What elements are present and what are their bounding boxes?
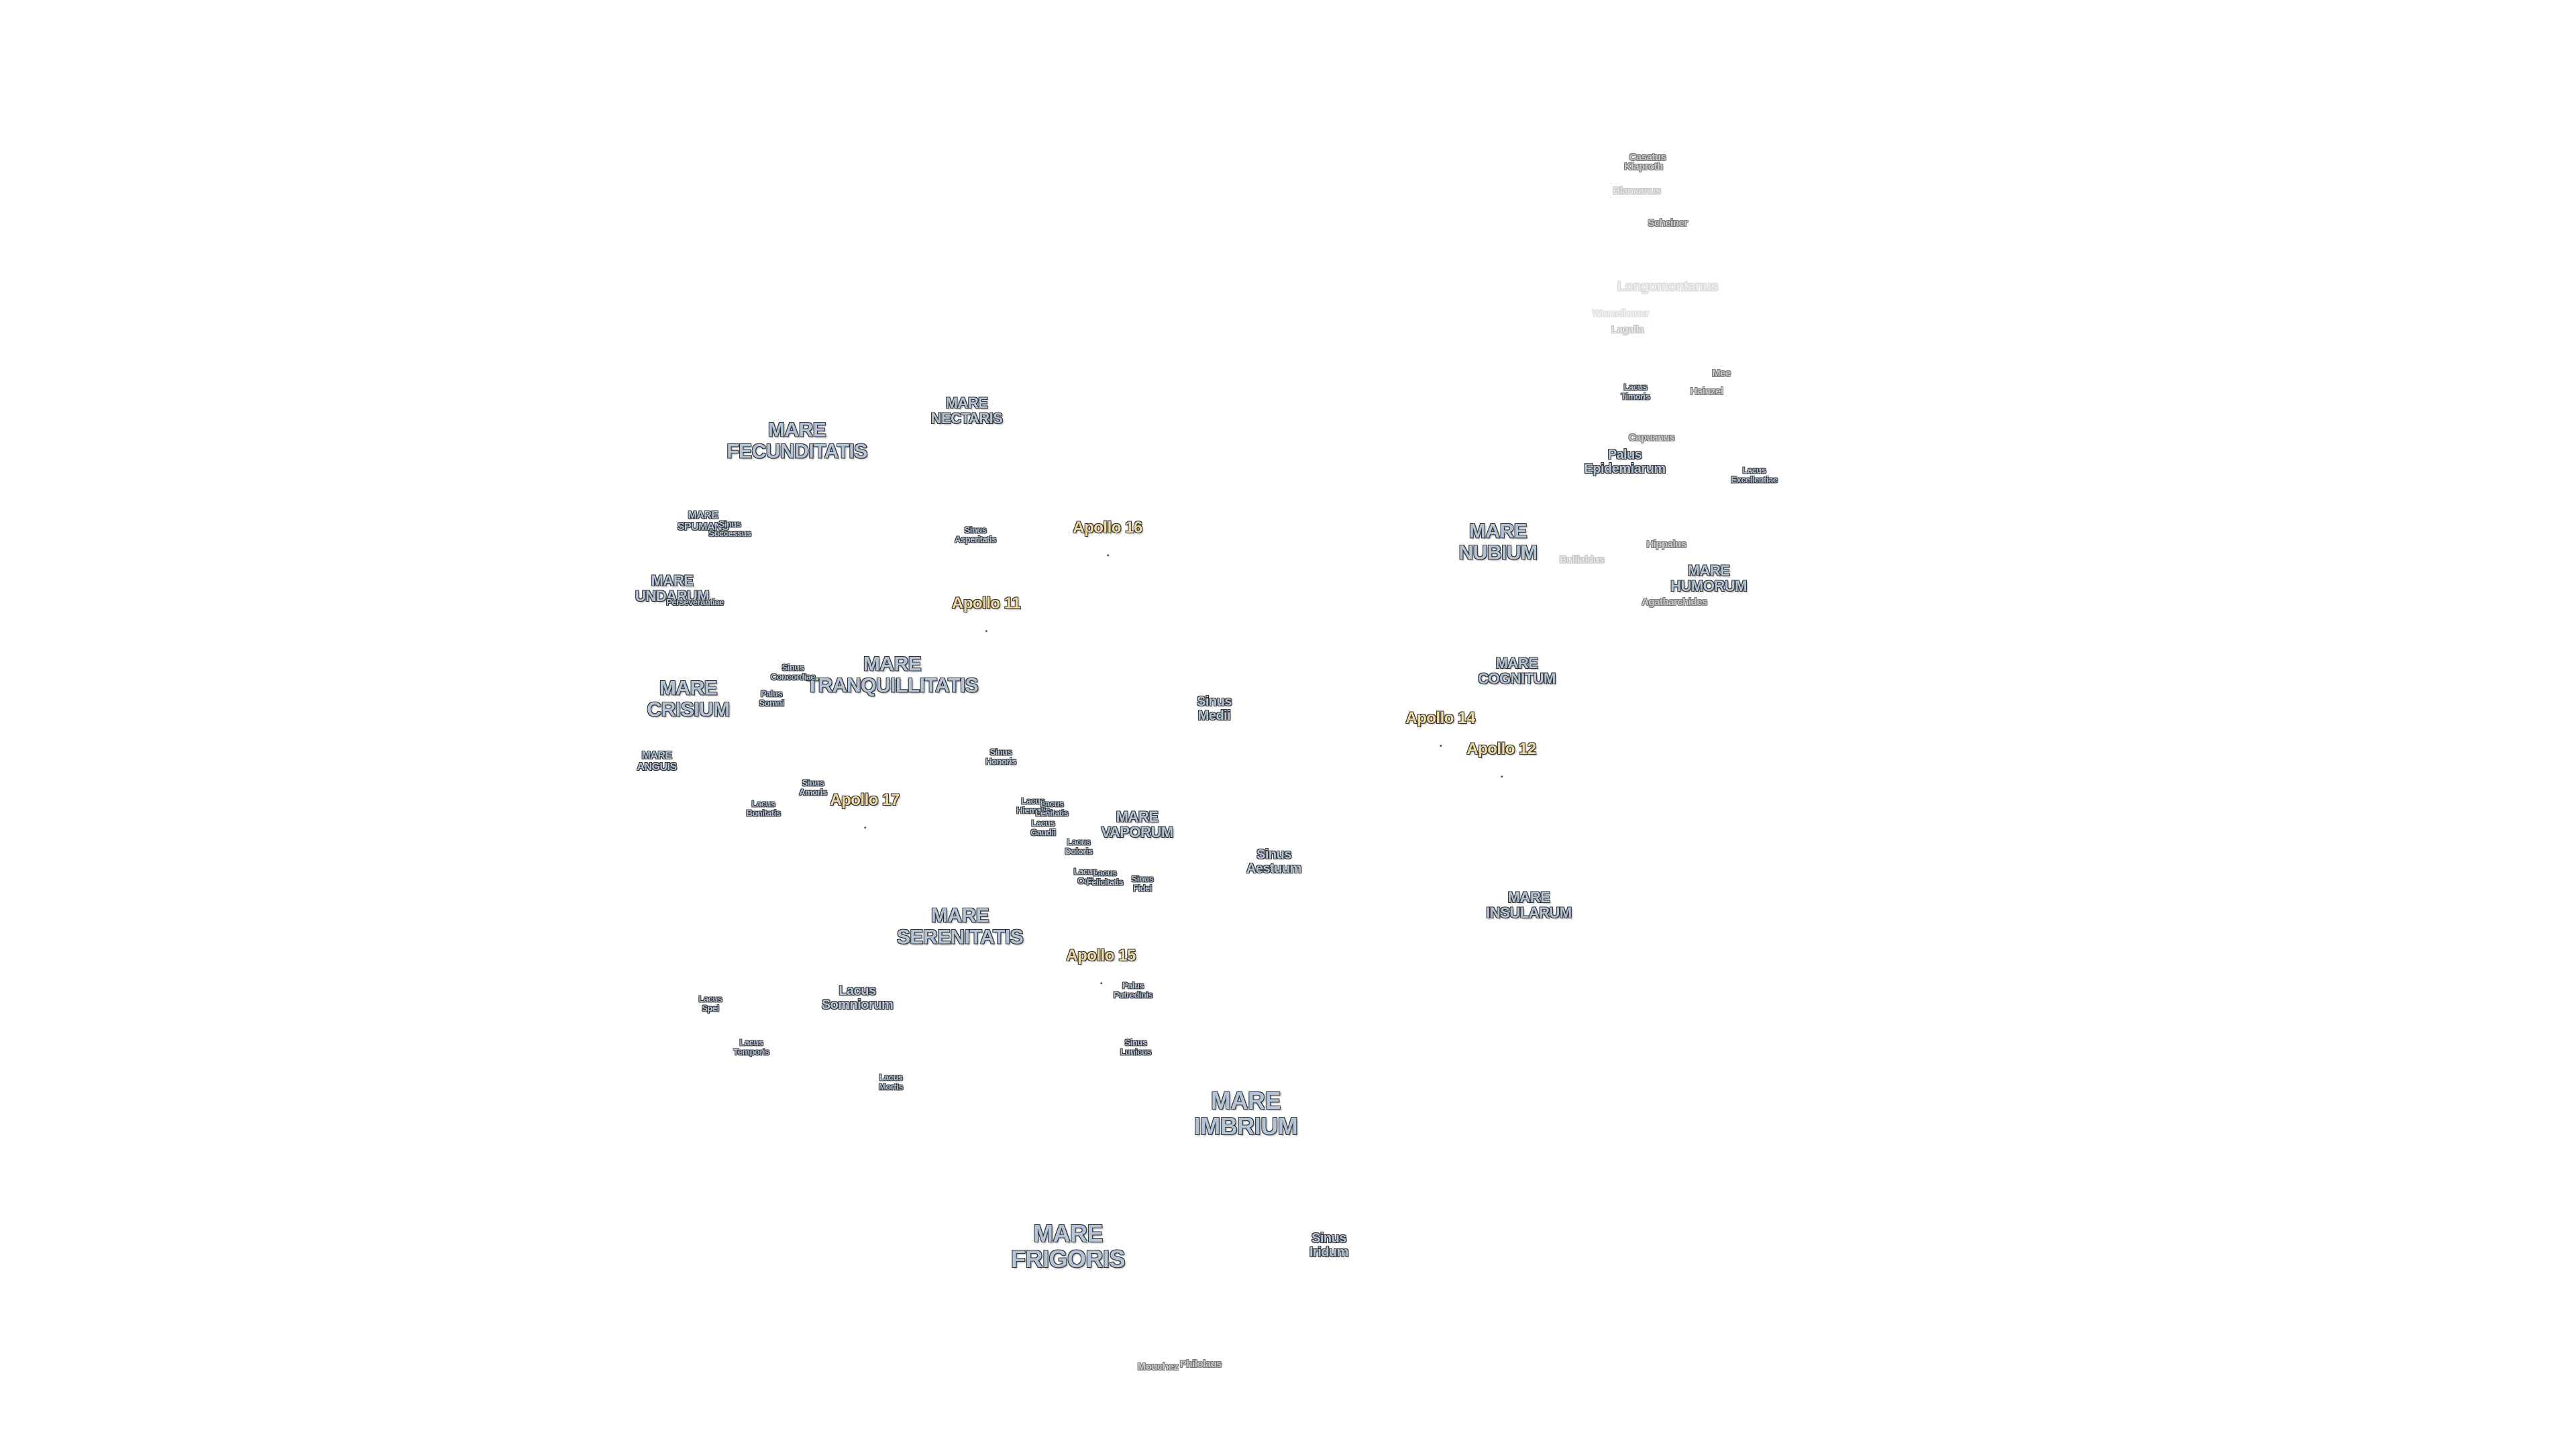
mare-cognitum-label: MARE COGNITUM bbox=[1478, 654, 1556, 687]
apollo-17-marker bbox=[863, 826, 866, 828]
mare-nubium-label: MARE NUBIUM bbox=[1458, 520, 1538, 564]
lacus-temporis-label: Lacus Temporis bbox=[733, 1037, 769, 1057]
crater-scheiner-label: Scheiner bbox=[1648, 217, 1688, 229]
palus-putredinis-label: Palus Putredinis bbox=[1113, 980, 1153, 1000]
apollo-15-marker bbox=[1099, 981, 1102, 984]
lacus-somniorum-label: Lacus Somniorum bbox=[821, 983, 894, 1012]
crater-bullialdus-label: Bullialdus bbox=[1559, 554, 1605, 566]
apollo-15-label: Apollo 15 bbox=[1066, 947, 1136, 965]
apollo-16-marker bbox=[1106, 553, 1109, 556]
apollo-17-site[interactable]: Apollo 17 bbox=[830, 775, 900, 828]
apollo-14-label: Apollo 14 bbox=[1405, 709, 1475, 728]
apollo-11-label: Apollo 11 bbox=[951, 594, 1021, 613]
mare-vaporum-label: MARE VAPORUM bbox=[1101, 808, 1173, 841]
mare-nectaris-label: MARE NECTARIS bbox=[930, 394, 1003, 427]
crater-blancanus-label: Blancanus bbox=[1613, 185, 1661, 197]
mare-spumans-label: MARE SPUMANS bbox=[677, 510, 729, 533]
apollo-16-site[interactable]: Apollo 16 bbox=[1073, 502, 1142, 556]
apollo-11-site[interactable]: Apollo 11 bbox=[951, 578, 1021, 632]
crater-mee-label: Mee bbox=[1712, 368, 1731, 380]
lacus-odii-label: Lacus Odii bbox=[1073, 866, 1097, 885]
sinus-amoris-label: Sinus Amoris bbox=[799, 777, 827, 797]
mare-insularum-label: MARE INSULARUM bbox=[1486, 888, 1572, 921]
palus-somni-label: Palus Somni bbox=[759, 688, 784, 708]
lacus-timoris-label: Lacus Timoris bbox=[1621, 382, 1650, 401]
crater-capuanus-label: Capuanus bbox=[1628, 432, 1675, 444]
sinus-successus-label: Sinus Successus bbox=[708, 519, 751, 538]
crater-agatharchides-label: Agatharchides bbox=[1642, 596, 1707, 608]
apollo-15-site[interactable]: Apollo 15 bbox=[1066, 930, 1136, 984]
apollo-16-label: Apollo 16 bbox=[1073, 519, 1142, 537]
sinus-concordiae-label: Sinus Concordiae bbox=[770, 662, 816, 682]
lacus-spei-label: Lacus Spei bbox=[698, 994, 722, 1013]
crater-mouchez-label: Mouchez bbox=[1137, 1361, 1179, 1373]
lacus-perseverantiae-label: Perseverantiae bbox=[666, 597, 724, 608]
crater-lagalla-label: Lagalla bbox=[1611, 324, 1644, 336]
lacus-doloris-label: Lacus Doloris bbox=[1065, 837, 1093, 856]
sinus-honoris-label: Sinus Honoris bbox=[985, 747, 1016, 766]
mare-tranquillitatis-label: MARE TRANQUILLITATIS bbox=[806, 653, 979, 696]
sinus-iridum-label: Sinus Iridum bbox=[1309, 1231, 1349, 1260]
sinus-lunicus-label: Sinus Lunicus bbox=[1120, 1037, 1152, 1057]
lacus-felicitatis-label: Lacus Felicitatis bbox=[1086, 867, 1124, 887]
sinus-fidei-label: Sinus Fidei bbox=[1131, 873, 1154, 893]
mare-serenitatis-label: MARE SERENITATIS bbox=[896, 904, 1024, 948]
crater-wurzelbauer-label: Wurzelbauer bbox=[1592, 308, 1650, 320]
palus-epidemiarum-label: Palus Epidemiarum bbox=[1584, 447, 1666, 476]
mare-anguis-label: MARE ANGUIS bbox=[637, 750, 677, 773]
sinus-aestuum-label: Sinus Aestuum bbox=[1246, 847, 1302, 876]
mare-frigoris-label: MARE FRIGORIS bbox=[1010, 1220, 1126, 1273]
lacus-lenitatis-label: Lacus Lenitatis bbox=[1035, 798, 1069, 818]
crater-philolaus-label: Philolaus bbox=[1179, 1358, 1222, 1371]
lacus-mortis-label: Lacus Mortis bbox=[879, 1072, 904, 1091]
crater-casatus-label: Casatus bbox=[1629, 152, 1666, 164]
mare-undarum-label: MARE UNDARUM bbox=[635, 572, 710, 604]
lacus-excellentiae-label: Lacus Excellentiae bbox=[1731, 465, 1778, 484]
lacus-gaudii-label: Lacus Gaudii bbox=[1030, 818, 1056, 837]
lacus-bonitatis-label: Lacus Bonitatis bbox=[746, 798, 781, 818]
sinus-medii-label: Sinus Medii bbox=[1197, 694, 1232, 723]
apollo-11-marker bbox=[985, 629, 987, 632]
apollo-12-label: Apollo 12 bbox=[1466, 740, 1536, 759]
sinus-asperitatis-label: Sinus Asperitatis bbox=[955, 525, 996, 544]
mare-crisium-label: MARE CRISIUM bbox=[647, 677, 730, 720]
mare-imbrium-label: MARE IMBRIUM bbox=[1193, 1087, 1298, 1140]
crater-hainzel-label: Hainzel bbox=[1690, 386, 1723, 398]
mare-fecunditatis-label: MARE FECUNDITATIS bbox=[727, 419, 867, 462]
crater-hippalus-label: Hippalus bbox=[1646, 539, 1686, 551]
apollo-12-marker bbox=[1500, 775, 1503, 777]
crater-longomontanus-label: Longomontanus bbox=[1617, 279, 1719, 294]
apollo-14-site[interactable]: Apollo 14 bbox=[1405, 693, 1475, 747]
apollo-17-label: Apollo 17 bbox=[830, 791, 900, 810]
crater-klaproth-label: Klaproth bbox=[1624, 161, 1663, 173]
apollo-14-marker bbox=[1439, 744, 1442, 747]
lacus-hiemalis-label: Lacus Hiemalis bbox=[1016, 796, 1050, 815]
mare-humorum-label: MARE HUMORUM bbox=[1670, 561, 1747, 594]
apollo-12-site[interactable]: Apollo 12 bbox=[1466, 724, 1536, 777]
